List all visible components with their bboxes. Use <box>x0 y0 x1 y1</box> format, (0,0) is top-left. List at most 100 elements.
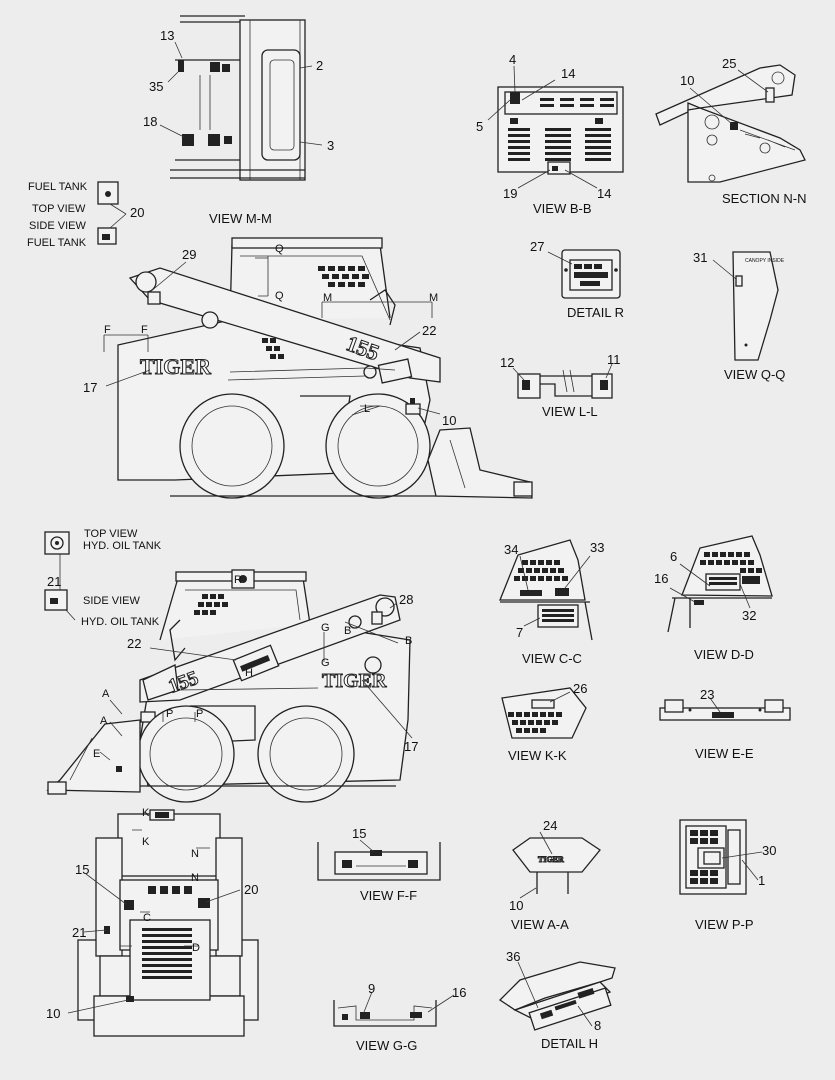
section-mark-g-1: G <box>321 622 330 634</box>
callout-32: 32 <box>742 608 756 623</box>
view-d-d-drawing <box>667 535 773 633</box>
callout-22b: 22 <box>127 636 141 651</box>
view-m-m-drawing <box>159 15 323 181</box>
note-hyd-oil-tank-1: HYD. OIL TANK <box>83 540 162 552</box>
callout-23: 23 <box>700 687 714 702</box>
tiger-logo-decal-2: TIGER <box>322 670 387 692</box>
section-mark-k-1: K <box>142 807 150 819</box>
callout-21b: 21 <box>72 925 86 940</box>
callout-20b: 20 <box>244 882 258 897</box>
section-mark-b-1: B <box>344 625 351 637</box>
callout-9: 9 <box>368 981 375 996</box>
callout-21: 21 <box>47 574 61 589</box>
note-top-view-2: TOP VIEW <box>84 528 138 540</box>
section-mark-m-1: M <box>323 292 332 304</box>
section-mark-l: L <box>364 403 370 415</box>
callout-7: 7 <box>516 625 523 640</box>
callout-24: 24 <box>543 818 557 833</box>
view-b-b-label: VIEW B-B <box>533 201 592 216</box>
callout-10c: 10 <box>46 1006 60 1021</box>
callout-22: 22 <box>422 323 436 338</box>
view-d-d-label: VIEW D-D <box>694 647 754 662</box>
section-mark-g-2: G <box>321 657 330 669</box>
section-mark-a-1: A <box>102 688 110 700</box>
callout-36: 36 <box>506 949 520 964</box>
view-c-c-label: VIEW C-C <box>522 651 582 666</box>
callout-4: 4 <box>509 52 516 67</box>
view-k-k-drawing <box>501 687 587 739</box>
callout-28: 28 <box>399 592 413 607</box>
section-mark-m-2: M <box>429 292 438 304</box>
view-g-g-label: VIEW G-G <box>356 1038 417 1053</box>
callout-29: 29 <box>182 247 196 262</box>
detail-h-label: DETAIL H <box>541 1036 598 1051</box>
callout-10b: 10 <box>442 413 456 428</box>
view-p-p-label: VIEW P-P <box>695 917 754 932</box>
view-e-e-drawing <box>659 697 791 721</box>
note-top-view: TOP VIEW <box>32 203 86 215</box>
callout-10: 10 <box>680 73 694 88</box>
hyd-oil-tank-detail <box>44 531 76 621</box>
note-fuel-tank-bottom: FUEL TANK <box>27 237 87 249</box>
callout-25: 25 <box>722 56 736 71</box>
section-mark-f-2: F <box>141 324 148 336</box>
view-g-g-drawing <box>333 991 455 1027</box>
view-b-b-drawing <box>487 65 624 189</box>
view-f-f-drawing <box>317 839 441 881</box>
callout-19: 19 <box>503 186 517 201</box>
section-mark-q-2: Q <box>275 290 284 302</box>
callout-34: 34 <box>504 542 518 557</box>
view-p-p-drawing <box>679 819 763 895</box>
callout-8: 8 <box>594 1018 601 1033</box>
view-e-e-label: VIEW E-E <box>695 746 754 761</box>
note-fuel-tank-top: FUEL TANK <box>28 181 88 193</box>
callout-11: 11 <box>607 352 621 367</box>
view-q-q-drawing <box>712 251 779 361</box>
callout-3: 3 <box>327 138 334 153</box>
section-mark-p-2: P <box>196 708 203 720</box>
tiger-logo-decal-3: TIGER <box>538 855 564 864</box>
callout-15: 15 <box>75 862 89 877</box>
section-n-n-label: SECTION N-N <box>722 191 807 206</box>
callout-14: 14 <box>561 66 575 81</box>
callout-17: 17 <box>83 380 97 395</box>
view-l-l-label: VIEW L-L <box>542 404 598 419</box>
callout-17b: 17 <box>404 739 418 754</box>
callout-14b: 14 <box>597 186 611 201</box>
loader-side-view-top: 155 TIGER <box>103 237 533 499</box>
section-mark-h: H <box>245 667 253 679</box>
section-mark-k-2: K <box>142 836 150 848</box>
callout-33: 33 <box>590 540 604 555</box>
view-q-q-label: VIEW Q-Q <box>724 367 785 382</box>
loader-side-view-middle: 155 TIGER <box>46 569 413 803</box>
callout-20: 20 <box>130 205 144 220</box>
callout-18: 18 <box>143 114 157 129</box>
view-k-k-label: VIEW K-K <box>508 748 567 763</box>
callout-15b: 15 <box>352 826 366 841</box>
section-mark-d: D <box>192 942 200 954</box>
section-mark-e: E <box>93 748 100 760</box>
view-a-a-drawing: TIGER <box>512 831 601 899</box>
fuel-tank-detail <box>97 181 127 245</box>
note-hyd-oil-tank-2: HYD. OIL TANK <box>81 616 160 628</box>
callout-30: 30 <box>762 843 776 858</box>
callout-1: 1 <box>758 873 765 888</box>
view-a-a-label: VIEW A-A <box>511 917 569 932</box>
callout-13: 13 <box>160 28 174 43</box>
callout-16: 16 <box>654 571 668 586</box>
section-mark-b-2: B <box>405 635 412 647</box>
tiger-logo-decal: TIGER <box>140 354 212 379</box>
section-n-n-drawing <box>655 64 806 183</box>
callout-5: 5 <box>476 119 483 134</box>
callout-31: 31 <box>693 250 707 265</box>
detail-r-drawing <box>547 249 621 299</box>
view-m-m-label: VIEW M-M <box>209 211 272 226</box>
section-mark-f-1: F <box>104 324 111 336</box>
view-f-f-label: VIEW F-F <box>360 888 417 903</box>
detail-h-drawing <box>498 961 616 1031</box>
callout-2: 2 <box>316 58 323 73</box>
note-side-view: SIDE VIEW <box>29 220 86 232</box>
callout-12: 12 <box>500 355 514 370</box>
